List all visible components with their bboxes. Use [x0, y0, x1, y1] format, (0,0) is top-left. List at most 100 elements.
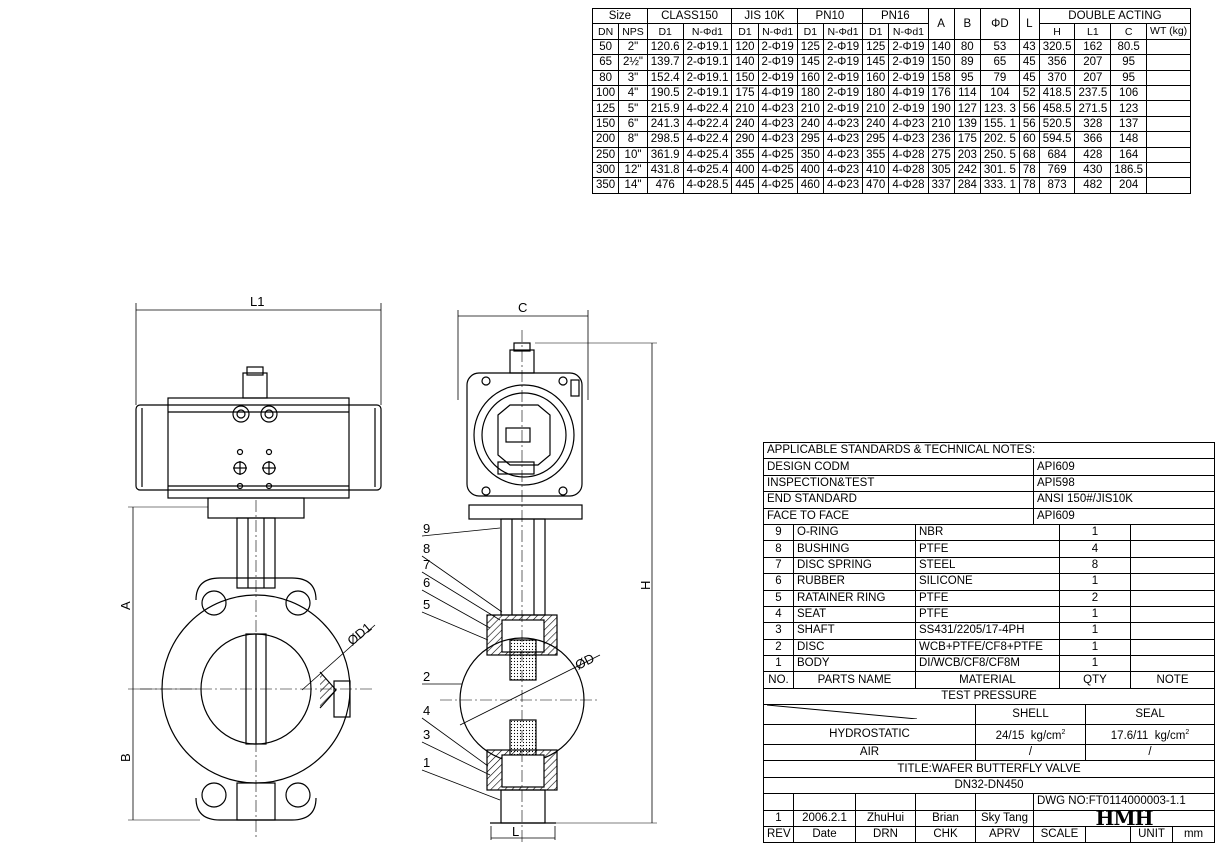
part-no: 6 [763, 573, 794, 591]
dimension-header-row: Size CLASS150 JIS 10K PN10 PN16 A B ΦD L… [592, 7, 1192, 40]
table-cell: 320.5 [1038, 38, 1076, 56]
table-cell: 2-Φ19.1 [682, 69, 733, 86]
table-cell: 160 [862, 69, 890, 86]
callout-9: 9 [423, 521, 430, 536]
table-cell: 4-Φ28 [888, 146, 929, 163]
notes-cell [915, 793, 976, 811]
part-qty: 1 [1059, 573, 1131, 591]
dwg-row: DWG NO:FT0114000003-1.1 [763, 793, 1216, 811]
table-cell: 14" [618, 177, 648, 194]
part-qty: 8 [1059, 556, 1131, 575]
standard-value: API609 [1032, 507, 1216, 525]
table-cell: 80.5 [1110, 38, 1148, 56]
title-block: APPLICABLE STANDARDS & TECHNICAL NOTES: … [762, 441, 1216, 844]
subheader-cell: D1 [646, 23, 684, 40]
part-qty: 1 [1059, 638, 1131, 657]
table-cell: 482 [1074, 177, 1112, 194]
table-cell: 2-Φ19.1 [682, 54, 733, 71]
table-cell: 106 [1110, 84, 1148, 102]
pn16-header: PN16 [862, 7, 929, 25]
seal-header: SEAL [1084, 704, 1216, 726]
notes-cell: 1 [763, 809, 794, 828]
standard-value: ANSI 150#/JIS10K [1032, 491, 1216, 509]
table-cell: 460 [796, 177, 824, 194]
part-no: 5 [763, 589, 794, 607]
table-cell: 2-Φ19.1 [682, 38, 733, 56]
notes-cell: UNIT [1130, 826, 1173, 844]
callout-8: 8 [423, 541, 430, 556]
part-name: O-RING [793, 523, 916, 542]
table-cell: 4-Φ23 [888, 131, 929, 148]
blank-cell [763, 704, 976, 726]
table-cell: 470 [862, 177, 890, 194]
standard-label: DESIGN CODM [763, 458, 1034, 476]
test-pressure: TEST PRESSURE [762, 687, 1216, 706]
side-view [421, 310, 657, 845]
table-cell: 873 [1038, 177, 1076, 194]
part-no: 1 [763, 655, 794, 673]
table-cell: 79 [979, 69, 1020, 86]
table-cell: 95 [1110, 69, 1148, 86]
hydro-seal: 17.6/11 kg/cm2 [1084, 724, 1216, 746]
table-cell: 104 [979, 84, 1020, 102]
table-cell: 203 [953, 146, 981, 163]
b-label: B [118, 753, 133, 762]
table-cell: 4-Φ22.4 [682, 115, 733, 133]
table-cell: 476 [646, 177, 684, 194]
dimension-table: Size CLASS150 JIS 10K PN10 PN16 A B ΦD L… [591, 7, 1192, 194]
table-cell: 190.5 [646, 84, 684, 102]
air-seal: / [1084, 744, 1216, 762]
table-cell: 2-Φ19 [888, 69, 929, 86]
part-material: DI/WCB/CF8/CF8M [915, 655, 1060, 673]
subheader-cell: N-Φd1 [757, 23, 798, 40]
table-cell: 150 [731, 69, 759, 86]
table-cell: 428 [1074, 146, 1112, 163]
table-cell: 333. 1 [979, 177, 1020, 194]
l1-label: L1 [250, 294, 264, 309]
table-cell: 176 [927, 84, 955, 102]
table-cell: 4-Φ22.4 [682, 131, 733, 148]
table-cell: 120.6 [646, 38, 684, 56]
subheader-cell: D1 [796, 23, 824, 40]
table-cell: 202. 5 [979, 131, 1020, 148]
table-cell: 210 [862, 100, 890, 117]
pressure-unit: kg/cm2 [1154, 729, 1190, 743]
drawing-range: DN32-DN450 [762, 776, 1216, 795]
table-cell: 145 [862, 54, 890, 71]
h-label: H [638, 581, 653, 590]
table-cell: 4-Φ28.5 [682, 177, 733, 194]
table-cell: 684 [1038, 146, 1076, 163]
part-material: WCB+PTFE/CF8+PTFE [915, 638, 1060, 657]
table-cell: 186.5 [1110, 161, 1148, 179]
pn10-header: PN10 [796, 7, 864, 25]
range-row: DN32-DN450 [762, 776, 1216, 795]
table-cell: 180 [796, 84, 824, 102]
table-cell: 4-Φ22.4 [682, 100, 733, 117]
table-cell: 114 [953, 84, 981, 102]
table-cell: 4-Φ23 [822, 115, 864, 133]
notes-cell: MATERIAL [915, 671, 1060, 689]
part-qty: 2 [1059, 589, 1131, 607]
table-cell: 52 [1018, 84, 1040, 102]
table-cell: 215.9 [646, 100, 684, 117]
air-shell: / [975, 744, 1086, 762]
notes-header-row: APPLICABLE STANDARDS & TECHNICAL NOTES: [762, 441, 1216, 460]
part-qty: 1 [1059, 622, 1131, 640]
table-cell: 3" [618, 69, 648, 86]
callout-2: 2 [423, 669, 430, 684]
table-cell: 242 [953, 161, 981, 179]
notes-cell: NO. [763, 671, 794, 689]
part-note [1129, 540, 1216, 558]
table-cell: 2-Φ19 [822, 54, 864, 71]
